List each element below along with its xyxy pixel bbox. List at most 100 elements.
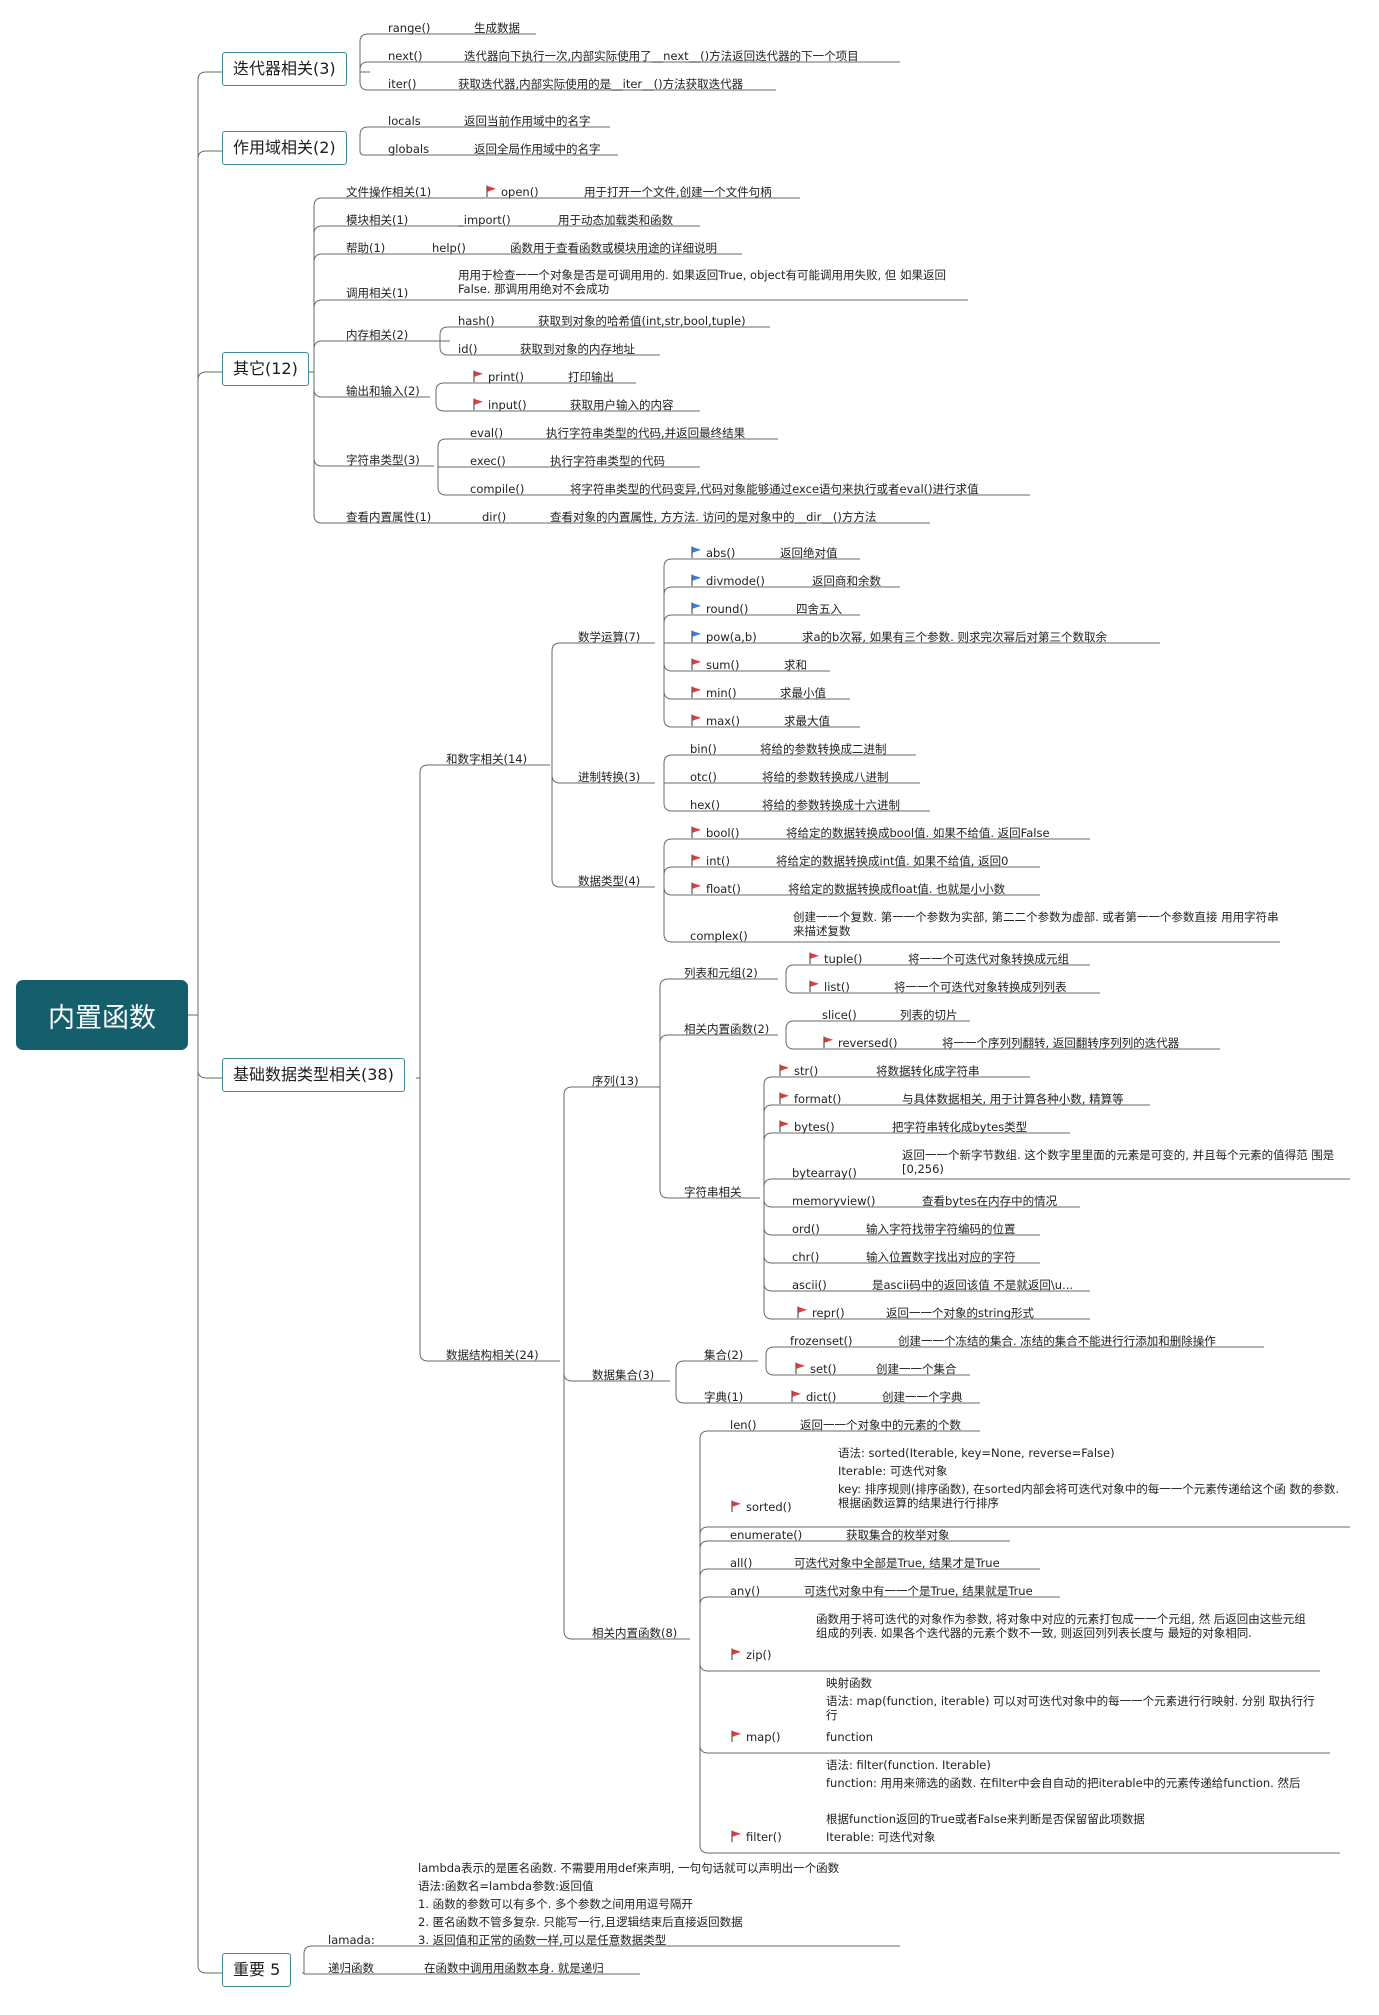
node-len[interactable]: len() [730, 1418, 757, 1432]
branch-important[interactable]: 重要 5 [222, 1953, 292, 1987]
branch-other[interactable]: 其它(12) [222, 352, 309, 386]
node-int[interactable]: int() [690, 854, 730, 868]
node-all[interactable]: all() [730, 1556, 753, 1570]
cat-memory[interactable]: 内存相关(2) [346, 328, 409, 342]
node-frozenset[interactable]: frozenset() [790, 1334, 853, 1348]
desc-max: 求最大值 [784, 714, 830, 728]
connector [437, 465, 448, 468]
node-input[interactable]: input() [472, 398, 527, 412]
node-oct[interactable]: otc() [690, 770, 717, 784]
node-sorted[interactable]: sorted() [730, 1500, 792, 1514]
node-zip[interactable]: zip() [730, 1648, 772, 1662]
node-complex[interactable]: complex() [690, 929, 748, 943]
connector [359, 150, 370, 156]
connector [663, 838, 674, 887]
node-dir[interactable]: dir() [482, 510, 507, 524]
node-bytes-label: bytes() [794, 1120, 835, 1134]
node-print[interactable]: print() [472, 370, 524, 384]
cat-str[interactable]: 字符串类型(3) [346, 453, 420, 467]
node-repr[interactable]: repr() [796, 1306, 845, 1320]
desc-lambda-1: lambda表示的是匿名函数. 不需要用用def来声明, 一句句话就可以声明出一… [418, 1861, 840, 1875]
branch-scope[interactable]: 作用域相关(2) [222, 131, 347, 165]
cat-attr[interactable]: 查看内置属性(1) [346, 510, 432, 524]
cat-numbers[interactable]: 和数字相关(14) [446, 752, 528, 766]
node-list-label: list() [824, 980, 850, 994]
node-iter[interactable]: iter() [388, 77, 417, 91]
node-range[interactable]: range() [388, 21, 431, 35]
cat-set[interactable]: 集合(2) [704, 1348, 744, 1362]
node-bool[interactable]: bool() [690, 826, 740, 840]
cat-module[interactable]: 模块相关(1) [346, 213, 409, 227]
node-tuple-label: tuple() [824, 952, 863, 966]
node-float[interactable]: float() [690, 882, 741, 896]
node-lambda[interactable]: lamada: [328, 1933, 375, 1947]
desc-map-3: function [826, 1730, 873, 1744]
cat-seq-funcs[interactable]: 相关内置函数(2) [684, 1022, 770, 1036]
node-open[interactable]: open() [485, 185, 539, 199]
cat-help[interactable]: 帮助(1) [346, 241, 386, 255]
cat-math[interactable]: 数学运算(7) [578, 630, 641, 644]
cat-sets[interactable]: 数据集合(3) [592, 1368, 655, 1382]
node-hex[interactable]: hex() [690, 798, 720, 812]
node-bin[interactable]: bin() [690, 742, 717, 756]
node-bytes[interactable]: bytes() [778, 1120, 835, 1134]
node-chr[interactable]: chr() [792, 1250, 820, 1264]
branch-iterator[interactable]: 迭代器相关(3) [222, 52, 347, 86]
cat-structures[interactable]: 数据结构相关(24) [446, 1348, 539, 1362]
node-tuple[interactable]: tuple() [808, 952, 862, 966]
node-hash[interactable]: hash() [458, 314, 495, 328]
node-reversed[interactable]: reversed() [822, 1036, 898, 1050]
node-ascii[interactable]: ascii() [792, 1278, 827, 1292]
desc-sorted-3: key: 排序规则(排序函数), 在sorted内部会将可迭代对象中的每一一个元… [838, 1482, 1340, 1510]
desc-next: 迭代器向下执行一次,内部实际使用了__next__()方法返回迭代器的下一个项目 [464, 49, 859, 63]
node-pow[interactable]: pow(a,b) [690, 630, 757, 644]
node-recursion[interactable]: 递归函数 [328, 1961, 374, 1975]
cat-dict[interactable]: 字典(1) [704, 1390, 744, 1404]
node-memoryview[interactable]: memoryview() [792, 1194, 876, 1208]
node-exec[interactable]: exec() [470, 454, 506, 468]
node-filter[interactable]: filter() [730, 1830, 782, 1844]
node-list[interactable]: list() [808, 980, 850, 994]
cat-file[interactable]: 文件操作相关(1) [346, 185, 432, 199]
node-slice[interactable]: slice() [822, 1008, 857, 1022]
connector [359, 126, 370, 151]
desc-pow: 求a的b次幂, 如果有三个参数. 则求完次幂后对第三个数取余 [802, 630, 1107, 644]
cat-base[interactable]: 进制转换(3) [578, 770, 641, 784]
cat-str-funcs[interactable]: 字符串相关 [684, 1185, 742, 1199]
cat-call[interactable]: 调用相关(1) [346, 286, 409, 300]
node-map[interactable]: map() [730, 1730, 781, 1744]
node-help[interactable]: help() [432, 241, 466, 255]
node-max[interactable]: max() [690, 714, 740, 728]
node-sum[interactable]: sum() [690, 658, 739, 672]
node-next[interactable]: next() [388, 49, 423, 63]
cat-seq[interactable]: 序列(13) [592, 1074, 639, 1088]
cat-io[interactable]: 输出和输入(2) [346, 384, 420, 398]
node-min[interactable]: min() [690, 686, 737, 700]
node-any[interactable]: any() [730, 1584, 761, 1598]
root-node[interactable]: 内置函数 [16, 980, 188, 1050]
node-eval[interactable]: eval() [470, 426, 504, 440]
node-set[interactable]: set() [794, 1362, 837, 1376]
branch-basic-types[interactable]: 基础数据类型相关(38) [222, 1058, 405, 1092]
node-bytearray[interactable]: bytearray() [792, 1166, 857, 1180]
node-id[interactable]: id() [458, 342, 478, 356]
node-format[interactable]: format() [778, 1092, 841, 1106]
cat-funcs[interactable]: 相关内置函数(8) [592, 1626, 678, 1640]
node-divmod[interactable]: divmode() [690, 574, 765, 588]
desc-any: 可迭代对象中有一一个是True, 结果就是True [804, 1584, 1033, 1598]
node-round[interactable]: round() [690, 602, 748, 616]
node-import[interactable]: _import() [458, 213, 511, 227]
node-str[interactable]: str() [778, 1064, 818, 1078]
node-enumerate[interactable]: enumerate() [730, 1528, 803, 1542]
cat-list-tuple[interactable]: 列表和元组(2) [684, 966, 758, 980]
node-compile[interactable]: compile() [470, 482, 525, 496]
node-ord[interactable]: ord() [792, 1222, 820, 1236]
node-locals[interactable]: locals [388, 114, 421, 128]
desc-float: 将给定的数据转换成float值. 也就是小小数 [788, 882, 1006, 896]
node-dict[interactable]: dict() [790, 1390, 836, 1404]
desc-bytes: 把字符串转化成bytes类型 [892, 1120, 1028, 1134]
node-abs[interactable]: abs() [690, 546, 735, 560]
connector [435, 382, 446, 397]
node-globals[interactable]: globals [388, 142, 430, 156]
cat-types[interactable]: 数据类型(4) [578, 874, 641, 888]
